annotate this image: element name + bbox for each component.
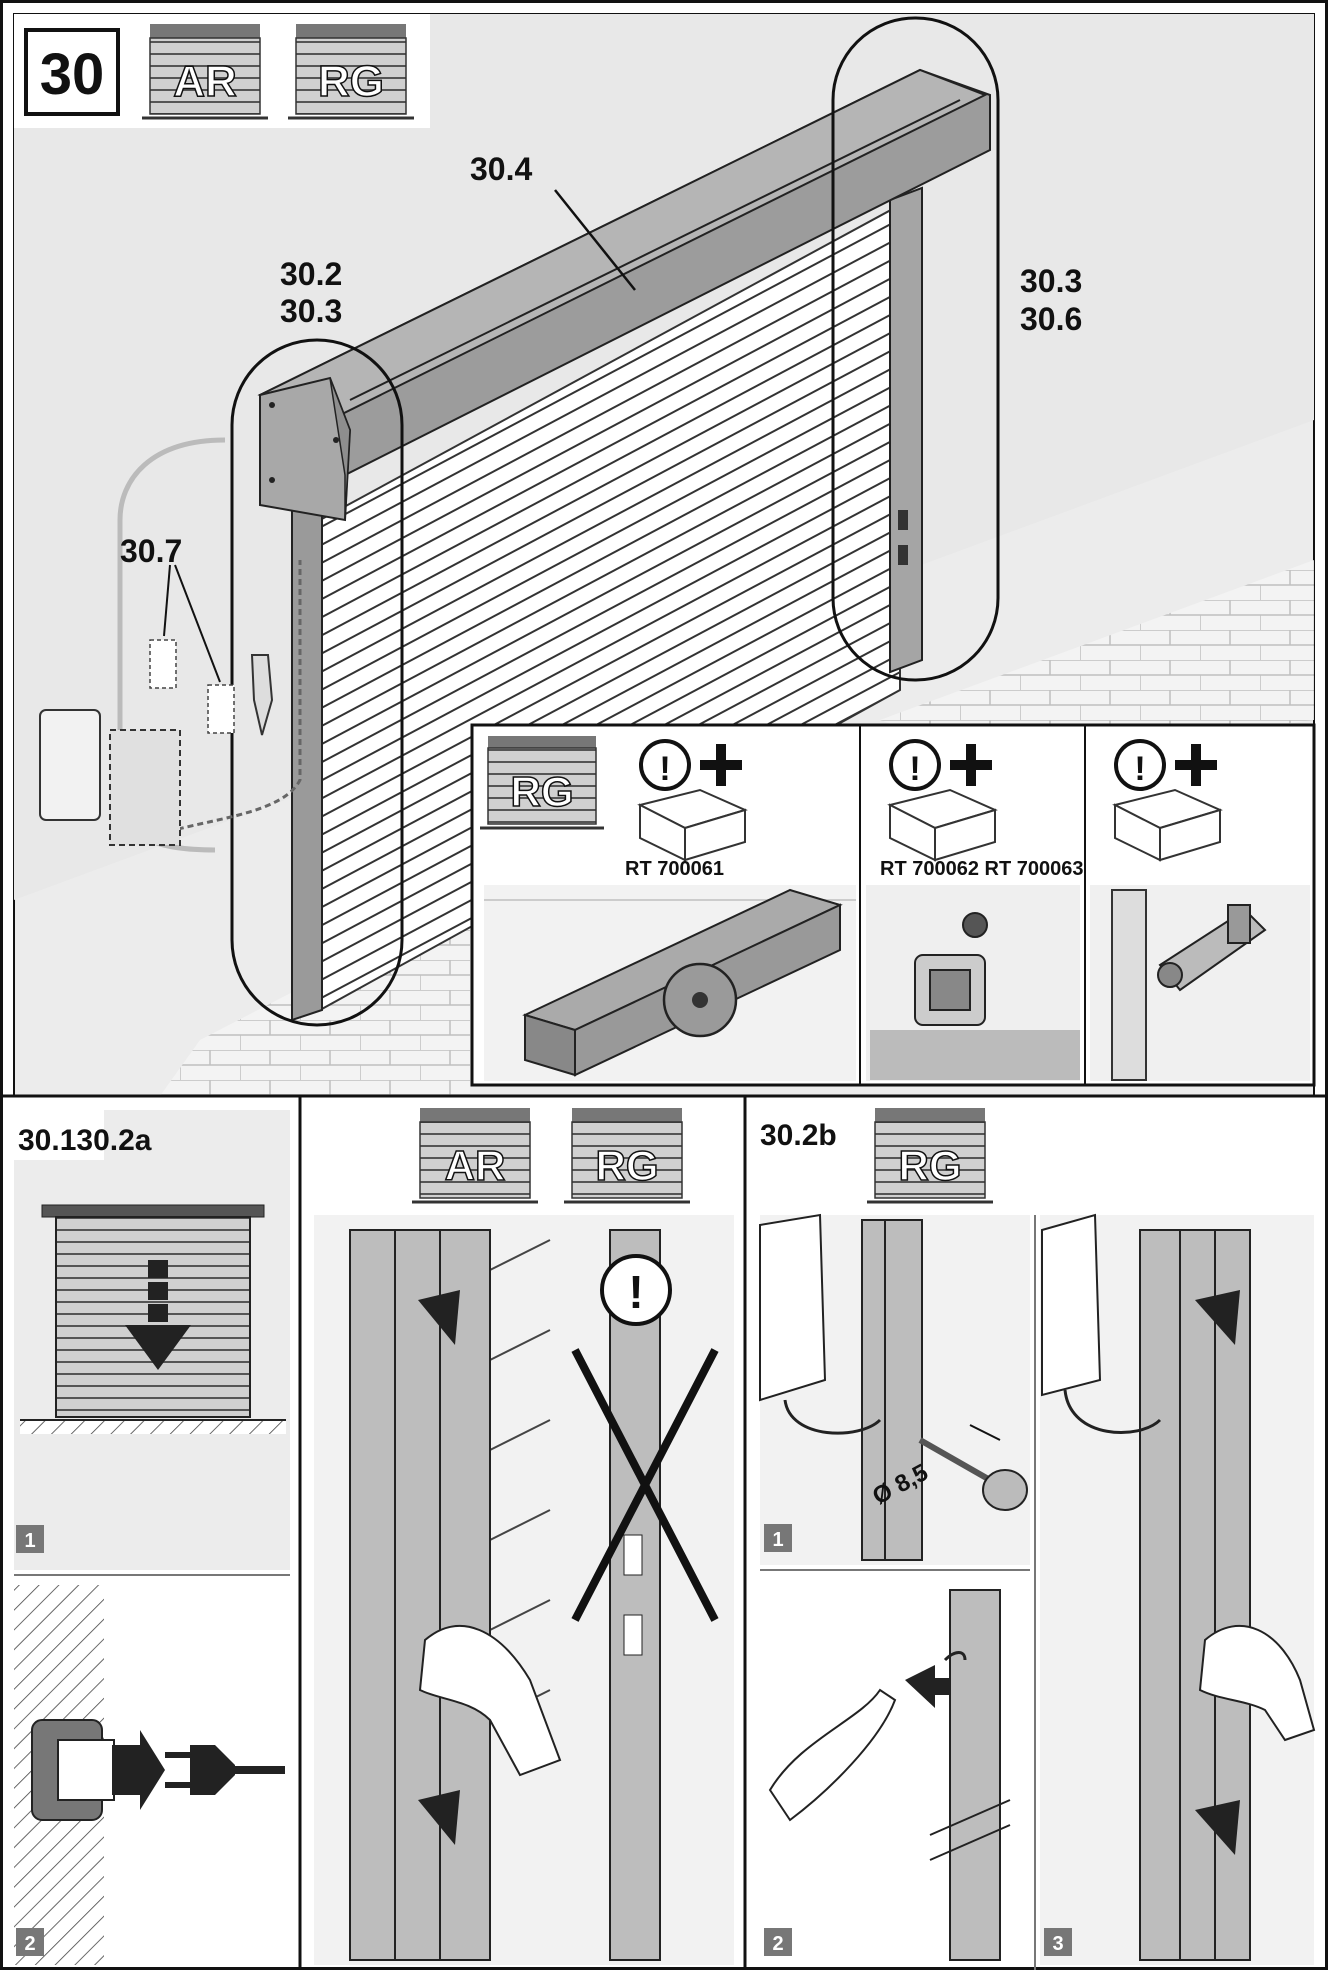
accessory-box-2: ! [887,739,998,862]
down-arrow-icon [125,1325,191,1370]
panel-30-1-30-2a: 30.130.2a 1 2 [14,1110,290,1965]
hand-icon [1198,1624,1316,1742]
control-unit [109,729,181,846]
svg-text:!: ! [659,750,670,788]
svg-text:AR: AR [445,1142,506,1189]
svg-text:RG: RG [596,1142,659,1189]
wall-switch-box [39,709,101,821]
svg-text:2: 2 [24,1933,35,1955]
svg-text:RG: RG [899,1142,962,1189]
warning-icon [889,739,941,791]
accessory-code-2: RT 700062 RT 700063 [880,858,1083,880]
step-badge-1 [16,1525,44,1553]
callout-30-3-left: 30.3 [280,293,342,329]
up-arrow-icon-bottom [1195,1800,1240,1855]
plus-icon [700,744,742,786]
callout-30-3-right: 30.3 [1020,263,1082,299]
right-arrow-icon [112,1730,165,1810]
panel-title-left: 30.130.2a [18,1124,152,1157]
up-arrow-icon-bottom [418,1790,460,1845]
crank-device [250,654,274,736]
step-badge-2 [16,1928,44,1956]
callout-30-7: 30.7 [120,533,182,569]
icon-ar-bottom: AR [412,1108,538,1204]
drill-bit [918,1437,992,1483]
callout-30-6: 30.6 [1020,301,1082,337]
label-sticker-2 [207,684,235,734]
accessory-box-1: ! [637,739,748,862]
warning-icon [600,1254,672,1326]
up-arrow-icon-top [418,1290,460,1345]
main-figure: 30 AR RG 30.4 30.2 30.3 30.3 30.6 30.7 [13,13,1315,1097]
guide-rail-correct [349,1229,491,1961]
pliers-hand-icon [768,1688,897,1822]
drill-icon [982,1469,1028,1511]
left-arrow-icon [905,1665,950,1708]
plus-icon [950,744,992,786]
callout-30-4: 30.4 [470,151,532,187]
callout-ellipse-left [230,338,404,1027]
figure-number-box [24,28,120,116]
label-sticker-1 [149,639,177,689]
svg-text:3: 3 [1052,1933,1063,1955]
guide-rail-step3 [1139,1229,1251,1961]
figure-number: 30 [40,42,105,107]
step-badge-1 [764,1524,792,1552]
svg-text:RG: RG [511,768,574,815]
power-plug-icon [190,1745,235,1795]
icon-ar-header: AR [142,24,268,120]
step-badge-2 [764,1928,792,1956]
svg-text:1: 1 [24,1530,35,1552]
accessory-code-1: RT 700061 [625,858,724,880]
detail-crank-handle [484,885,856,1081]
panel-title-right: 30.2b [760,1119,837,1152]
rail-segment [949,1589,1001,1961]
svg-text:RG: RG [318,57,384,106]
svg-text:1: 1 [772,1529,783,1551]
svg-text:2: 2 [772,1933,783,1955]
accessory-box-3: ! [1112,739,1223,862]
accessory-inset: RG ! RT 700061 ! RT 700062 RT 700063 ! [470,723,1316,1087]
callout-ellipse-right [831,16,1000,682]
guide-rail-incorrect [609,1229,661,1961]
panel-rail-install: AR RG ! [314,1108,734,1965]
svg-text:!: ! [909,750,920,788]
detail-lock [866,885,1080,1081]
icon-rg-right: RG [867,1108,993,1204]
step-badge-3 [1044,1928,1072,1956]
warning-icon [1114,739,1166,791]
callout-30-2: 30.2 [280,256,342,292]
left-guide-rail [291,488,323,1022]
up-arrow-icon-top [1195,1290,1240,1345]
svg-text:!: ! [628,1266,643,1318]
icon-rg-bottom: RG [564,1108,690,1204]
icon-rg-inset: RG [480,736,604,830]
svg-text:AR: AR [173,57,237,106]
svg-text:!: ! [1134,750,1145,788]
hand-icon [418,1624,562,1777]
detail-bolt-latch [1090,885,1310,1081]
warning-icon [639,739,691,791]
right-guide-rail [889,186,923,674]
cross-icon [571,1348,719,1622]
plus-icon [1175,744,1217,786]
panel-30-2b: 30.2b RG Ø 8,5 1 2 [759,1108,1316,1970]
icon-rg-header: RG [288,24,414,120]
